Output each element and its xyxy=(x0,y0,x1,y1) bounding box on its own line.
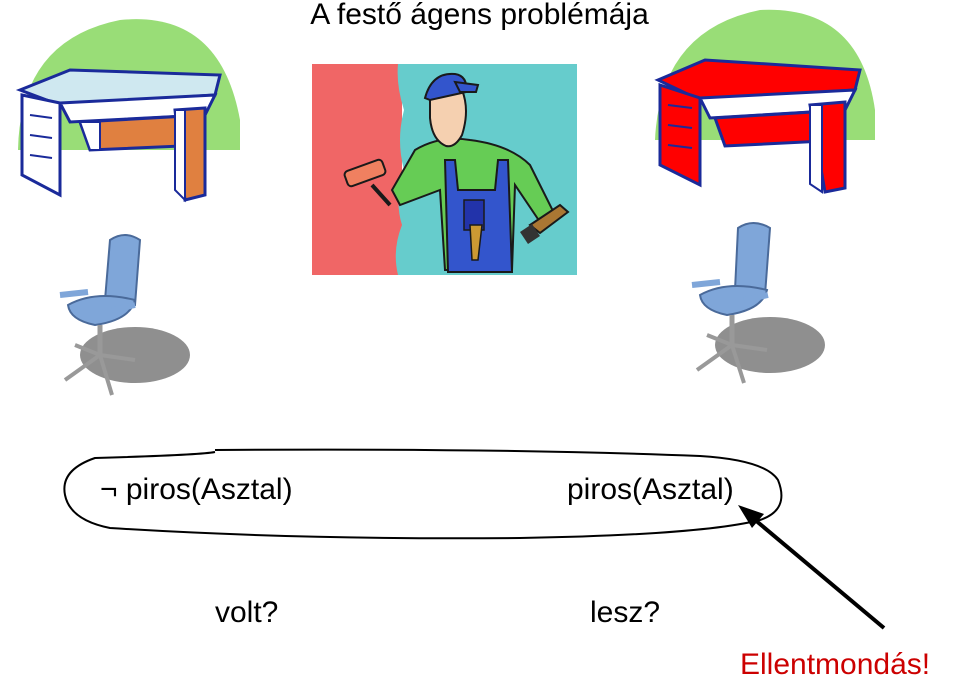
office-chair-left-icon xyxy=(59,234,190,396)
slide-title: A festő ágens problémája xyxy=(310,0,649,31)
question-after: lesz? xyxy=(590,596,661,629)
contradiction-label: Ellentmondás! xyxy=(740,648,931,681)
negated-predicate: piros(Asztal) xyxy=(125,473,293,506)
arrow-icon xyxy=(738,505,886,630)
positive-formula: piros(Asztal) xyxy=(567,473,734,506)
desk-unpainted-icon xyxy=(15,19,240,203)
painter-clipart-icon xyxy=(312,64,577,275)
negated-formula: ¬ piros(Asztal) xyxy=(100,473,293,507)
question-before: volt? xyxy=(215,596,279,629)
negation-symbol: ¬ xyxy=(100,473,118,506)
office-chair-right-icon xyxy=(691,222,825,384)
enclosing-loop xyxy=(63,448,783,540)
desk-painted-red-icon xyxy=(654,9,875,194)
